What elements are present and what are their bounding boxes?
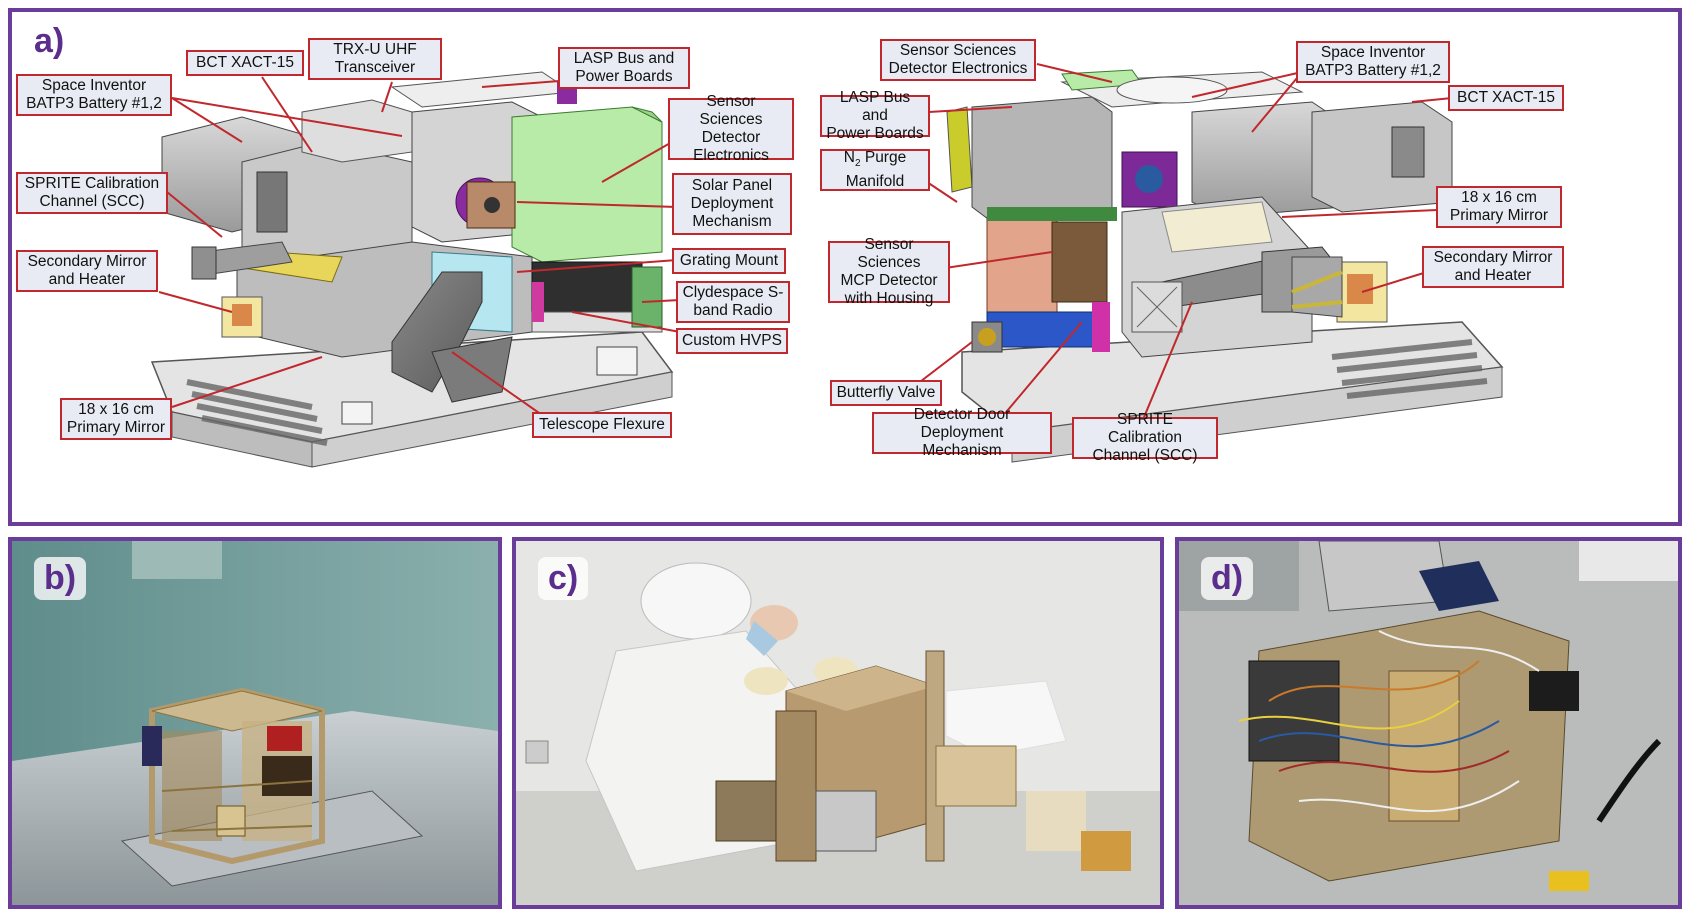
- panel-d-photo: d): [1175, 537, 1682, 909]
- label-lasp-bus-right: LASP Bus and Power Boards: [820, 89, 930, 142]
- photo-d-art: [1179, 541, 1678, 905]
- photo-b-art: [12, 541, 498, 905]
- label-trx-u-uhf-transceiver: TRX-U UHF Transceiver: [308, 38, 442, 80]
- leader-lines: [158, 63, 1453, 423]
- label-solar-panel-mechanism: Solar Panel Deployment Mechanism: [672, 173, 792, 235]
- label-sensor-electronics-left: Sensor Sciences Detector Electronics: [668, 93, 794, 164]
- left-cad-model: [150, 71, 674, 468]
- label-detector-door-mechanism: Detector Door Deployment Mechanism: [872, 406, 1052, 459]
- label-secondary-mirror-right: Secondary Mirror and Heater: [1422, 246, 1564, 288]
- label-sensor-electronics-right: Sensor Sciences Detector Electronics: [880, 39, 1036, 81]
- label-battery-left: Space Inventor BATP3 Battery #1,2: [16, 74, 172, 116]
- panel-d-letter: d): [1201, 557, 1254, 600]
- label-n2-purge-manifold: N2 Purge Manifold: [820, 149, 930, 191]
- label-grating-mount: Grating Mount: [672, 248, 786, 274]
- label-bct-xact-15-right: BCT XACT-15: [1448, 85, 1564, 111]
- panel-c-letter: c): [538, 557, 589, 600]
- label-mcp-detector: Sensor Sciences MCP Detector with Housin…: [828, 236, 950, 307]
- right-cad-model: [946, 69, 1504, 463]
- label-custom-hvps: Custom HVPS: [676, 328, 788, 354]
- label-clydespace-radio: Clydespace S- band Radio: [676, 281, 790, 323]
- label-scc-left: SPRITE Calibration Channel (SCC): [16, 172, 168, 214]
- label-battery-right: Space Inventor BATP3 Battery #1,2: [1296, 41, 1450, 83]
- label-secondary-mirror-left: Secondary Mirror and Heater: [16, 250, 158, 292]
- panel-a-letter: a): [34, 22, 65, 60]
- label-butterfly-valve: Butterfly Valve: [830, 380, 942, 406]
- label-scc-right: SPRITE Calibration Channel (SCC): [1072, 411, 1218, 464]
- label-lasp-bus-left: LASP Bus and Power Boards: [558, 47, 690, 89]
- label-primary-mirror-left: 18 x 16 cm Primary Mirror: [60, 398, 172, 440]
- panel-c-photo: c): [512, 537, 1164, 909]
- label-telescope-flexure: Telescope Flexure: [532, 412, 672, 438]
- label-bct-xact-15-left: BCT XACT-15: [186, 50, 304, 76]
- cad-render-art: [150, 63, 1504, 468]
- panel-b-photo: b): [8, 537, 502, 909]
- photo-c-art: [516, 541, 1160, 905]
- label-primary-mirror-right: 18 x 16 cm Primary Mirror: [1436, 186, 1562, 228]
- panel-a-cad-renderings: a) TRX-U UHF Transceiver BCT XACT-15 LAS…: [8, 8, 1682, 526]
- panel-b-letter: b): [34, 557, 87, 600]
